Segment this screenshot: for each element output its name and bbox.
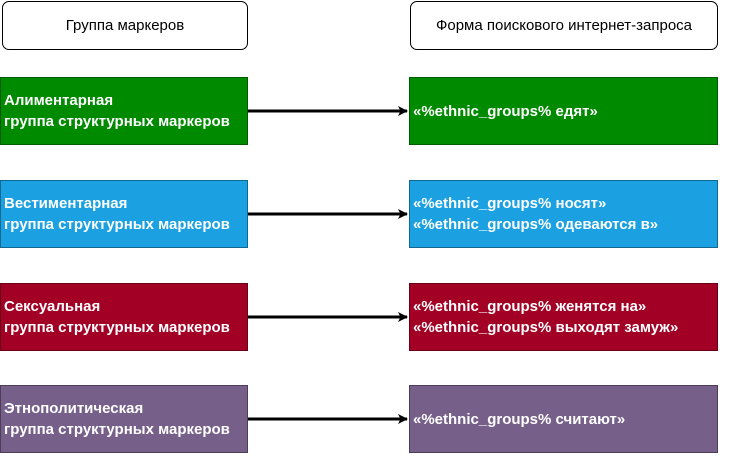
query-line: «%ethnic_groups% носят» bbox=[413, 195, 607, 212]
query-line: «%ethnic_groups% выходят замуж» bbox=[413, 319, 679, 336]
query-box-alimentary: «%ethnic_groups% едят» bbox=[409, 77, 718, 145]
marker-group-line: Алиментарная bbox=[4, 92, 114, 109]
marker-group-line: группа структурных маркеров bbox=[4, 113, 230, 130]
marker-group-line: группа структурных маркеров bbox=[4, 319, 230, 336]
query-line: «%ethnic_groups% считают» bbox=[413, 410, 626, 428]
query-line: «%ethnic_groups% женятся на» bbox=[413, 298, 647, 315]
column-header-search-query-form: Форма поискового интернет-запроса bbox=[410, 1, 718, 50]
marker-group-line: группа структурных маркеров bbox=[4, 216, 230, 233]
marker-group-line: группа структурных маркеров bbox=[4, 421, 230, 438]
column-header-marker-group-label: Группа маркеров bbox=[65, 17, 185, 34]
marker-group-box-ethnopolitical: Этнополитическая группа структурных марк… bbox=[0, 385, 248, 453]
marker-group-line: Вестиментарная bbox=[4, 195, 128, 212]
marker-group-box-sexual: Сексуальная группа структурных маркеров bbox=[0, 283, 248, 351]
marker-group-box-alimentary: Алиментарная группа структурных маркеров bbox=[0, 77, 248, 145]
query-box-vestimentary: «%ethnic_groups% носят» «%ethnic_groups%… bbox=[409, 180, 718, 248]
query-box-ethnopolitical: «%ethnic_groups% считают» bbox=[409, 385, 718, 453]
query-line: «%ethnic_groups% едят» bbox=[413, 102, 598, 120]
marker-group-line: Сексуальная bbox=[4, 298, 101, 315]
marker-group-box-vestimentary: Вестиментарная группа структурных маркер… bbox=[0, 180, 248, 248]
column-header-search-query-form-label: Форма поискового интернет-запроса bbox=[435, 17, 693, 34]
query-line: «%ethnic_groups% одеваются в» bbox=[413, 216, 659, 233]
query-box-sexual: «%ethnic_groups% женятся на» «%ethnic_gr… bbox=[409, 283, 718, 351]
column-header-marker-group: Группа маркеров bbox=[2, 1, 248, 50]
marker-group-line: Этнополитическая bbox=[4, 400, 144, 417]
